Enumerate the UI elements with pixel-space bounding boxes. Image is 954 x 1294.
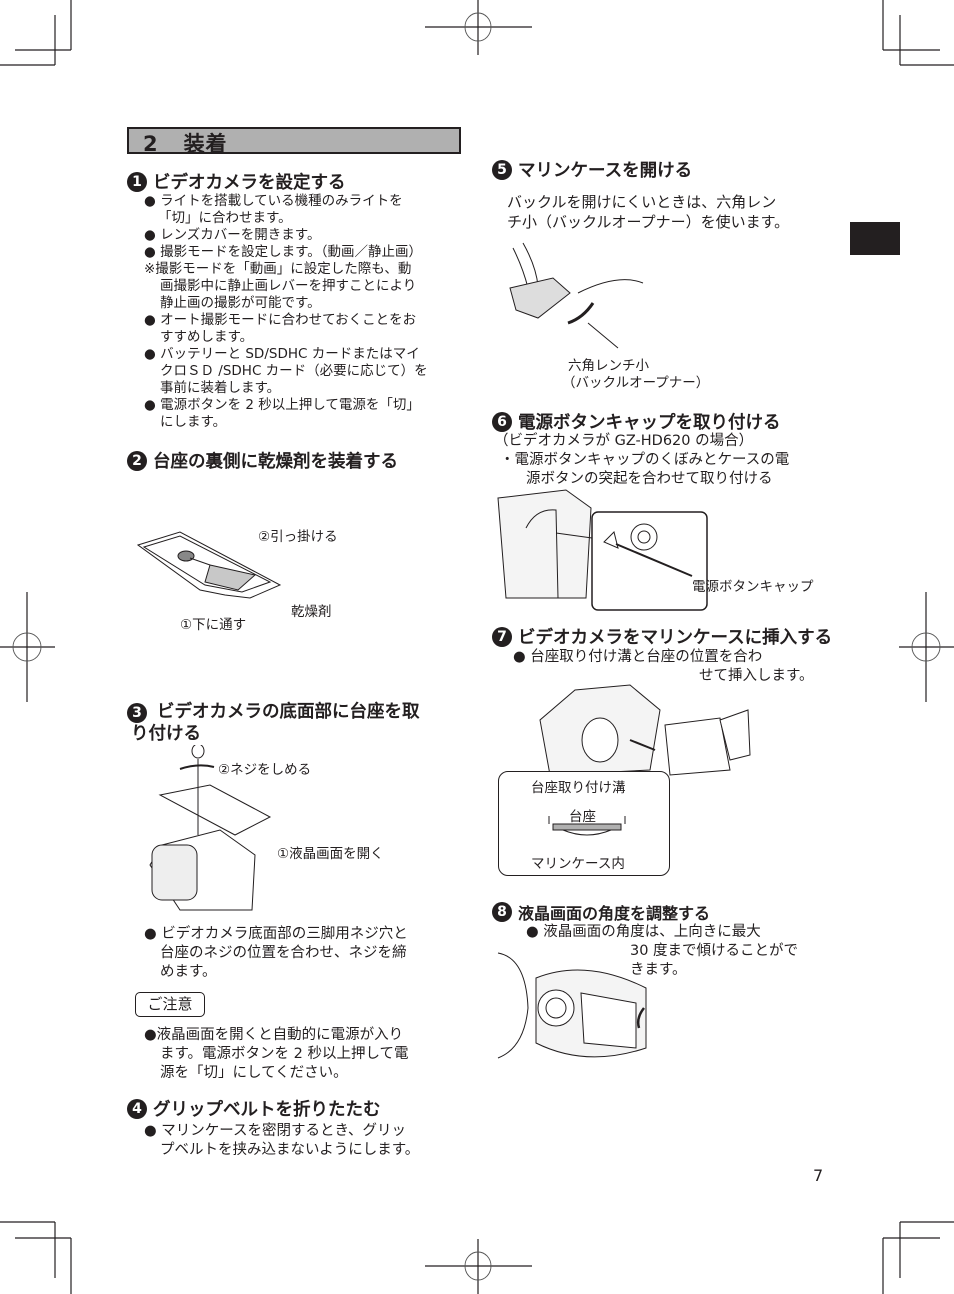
label-hook: ②引っ掛ける [258,529,338,545]
step-4-body: ● マリンケースを密閉するとき、グリッ プベルトを挟み込まないようにします。 [144,1123,420,1158]
step-5-body: バックルを開けにくいときは、六角レン チ小（バックルオープナー）を使います。 [507,193,790,231]
label-hex-wrench: 六角レンチ小 （バックルオープナー） [562,358,710,391]
step-1-body: ● ライトを搭載している機種のみライトを 「切」に合わせます。 ● レンズカバー… [144,193,428,430]
power-cap-illustration [497,489,708,611]
insert-camera-illustration [539,684,751,776]
step-3-heading: 3 ビデオカメラの底面部に台座を取 り付ける [127,701,420,745]
step-5-heading: 5 マリンケースを開ける [492,157,692,182]
step-8-body: ● 液晶画面の角度は、上向きに最大 30 度まで傾けることがで きます。 [526,924,799,978]
step-6-heading: 6 電源ボタンキャップを取り付ける [492,409,781,434]
step-6-subtitle: （ビデオカメラが GZ-HD620 の場合） [494,433,754,449]
step-number-icon: 8 [492,902,512,922]
caution-body: ●液晶画面を開くと自動的に電源が入り ます。電源ボタンを 2 秒以上押して電 源… [144,1027,409,1081]
label-inside-case: マリンケース内 [531,856,625,872]
step-1-heading: 1 ビデオカメラを設定する [127,169,346,194]
section-header: 2 装着 [127,127,461,156]
step-7-heading: 7 ビデオカメラをマリンケースに挿入する [492,624,832,649]
step-number-icon: 6 [492,411,512,432]
step-8-heading: 8 液晶画面の角度を調整する [492,900,710,924]
step-number-icon: 1 [127,171,147,192]
label-tighten-screw: ②ネジをしめる [218,762,312,778]
camera-base-illustration [149,745,272,911]
step-number-icon: 5 [492,159,512,180]
step-number-icon: 4 [127,1098,147,1119]
chapter-tab [850,222,900,255]
step-7-body: ● 台座取り付け溝と台座の位置を合わ せて挿入します。 [513,649,814,684]
buckle-wrench-illustration [509,242,644,349]
step-number-icon: 7 [492,626,512,647]
base-cross-section-icon [548,816,626,836]
page-number: 7 [813,1166,824,1185]
label-power-cap: 電源ボタンキャップ [692,579,814,595]
section-title: 2 装着 [143,132,228,156]
step-2-heading: 2 台座の裏側に乾燥剤を装着する [127,448,398,473]
label-pass-under: ①下に通す [180,617,247,633]
groove-inset: 台座取り付け溝 台座 マリンケース内 [498,771,670,876]
step-number-icon: 3 [127,703,147,723]
step-6-body: （ビデオカメラが GZ-HD620 の場合） ・電源ボタンキャップのくぼみとケー… [494,433,790,487]
label-groove: 台座取り付け溝 [531,780,626,796]
caution-label: ご注意 [135,992,205,1017]
step-3-body: ● ビデオカメラ底面部の三脚用ネジ穴と 台座のネジの位置を合わせ、ネジを締 めま… [144,926,408,980]
label-desiccant: 乾燥剤 [291,604,332,620]
step-4-heading: 4 グリップベルトを折りたたむ [127,1096,381,1121]
label-open-lcd: ①液晶画面を開く [277,846,384,862]
step-number-icon: 2 [127,450,147,471]
label-base: 台座 [569,809,596,825]
base-plate-illustration [136,531,282,599]
lcd-angle-illustration [497,952,647,1059]
